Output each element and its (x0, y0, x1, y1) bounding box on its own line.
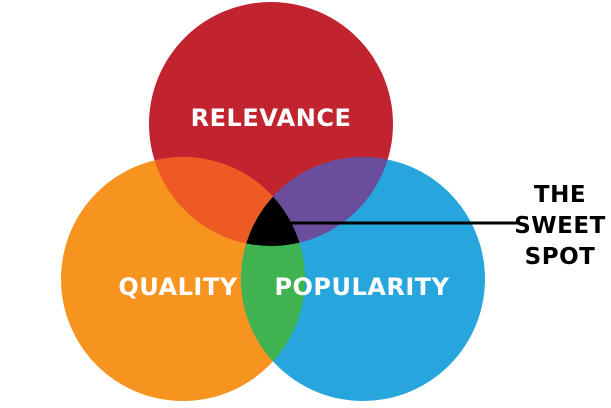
relevance-label: RELEVANCE (191, 104, 352, 132)
sweet-spot-label-line-2: SWEET (514, 213, 606, 239)
quality-label: QUALITY (118, 273, 237, 301)
relevance-quality-overlap (149, 157, 305, 246)
sweet-spot-label-line-3: SPOT (525, 244, 596, 270)
relevance-popularity-overlap (241, 157, 393, 246)
sweet-spot-label-line-1: THE (534, 182, 586, 208)
popularity-label: POPULARITY (274, 273, 449, 301)
